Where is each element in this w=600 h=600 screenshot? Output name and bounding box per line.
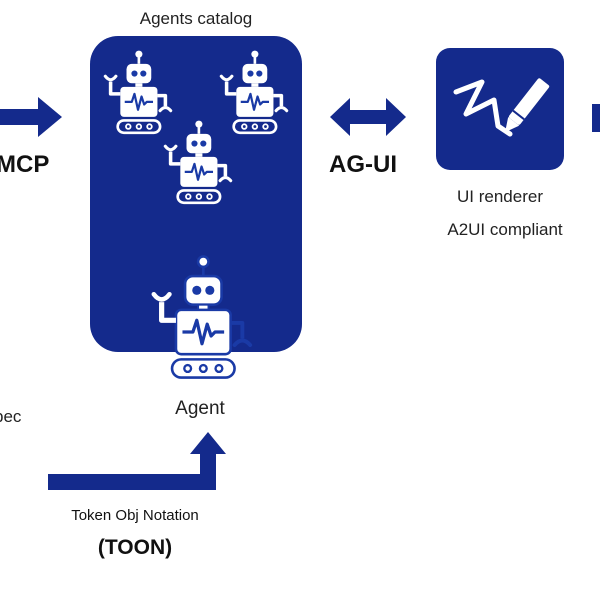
catalog-title: Agents catalog: [139, 9, 253, 28]
pen-signature-icon: [453, 78, 550, 137]
catalog-robot-icon-3: [163, 118, 233, 205]
agui-double-arrow-icon: [330, 98, 406, 136]
mcp-double-arrow-icon: [0, 97, 62, 137]
ui-renderer-box[interactable]: [436, 48, 564, 170]
agui-label: AG-UI: [329, 151, 397, 178]
ui-renderer-label: UI renderer: [457, 187, 543, 206]
mcp-label: MCP: [0, 151, 50, 178]
toon-subtitle: Token Obj Notation: [71, 507, 199, 524]
toon-elbow-arrow-icon: [48, 432, 226, 490]
agent-label: Agent: [175, 398, 225, 419]
spec-label-fragment: pec: [0, 407, 22, 426]
a2ui-compliant-label: A2UI compliant: [447, 220, 563, 239]
toon-title: (TOON): [97, 536, 173, 559]
agent-robot-icon[interactable]: [146, 248, 258, 390]
right-edge-arrow-icon: [592, 104, 600, 132]
